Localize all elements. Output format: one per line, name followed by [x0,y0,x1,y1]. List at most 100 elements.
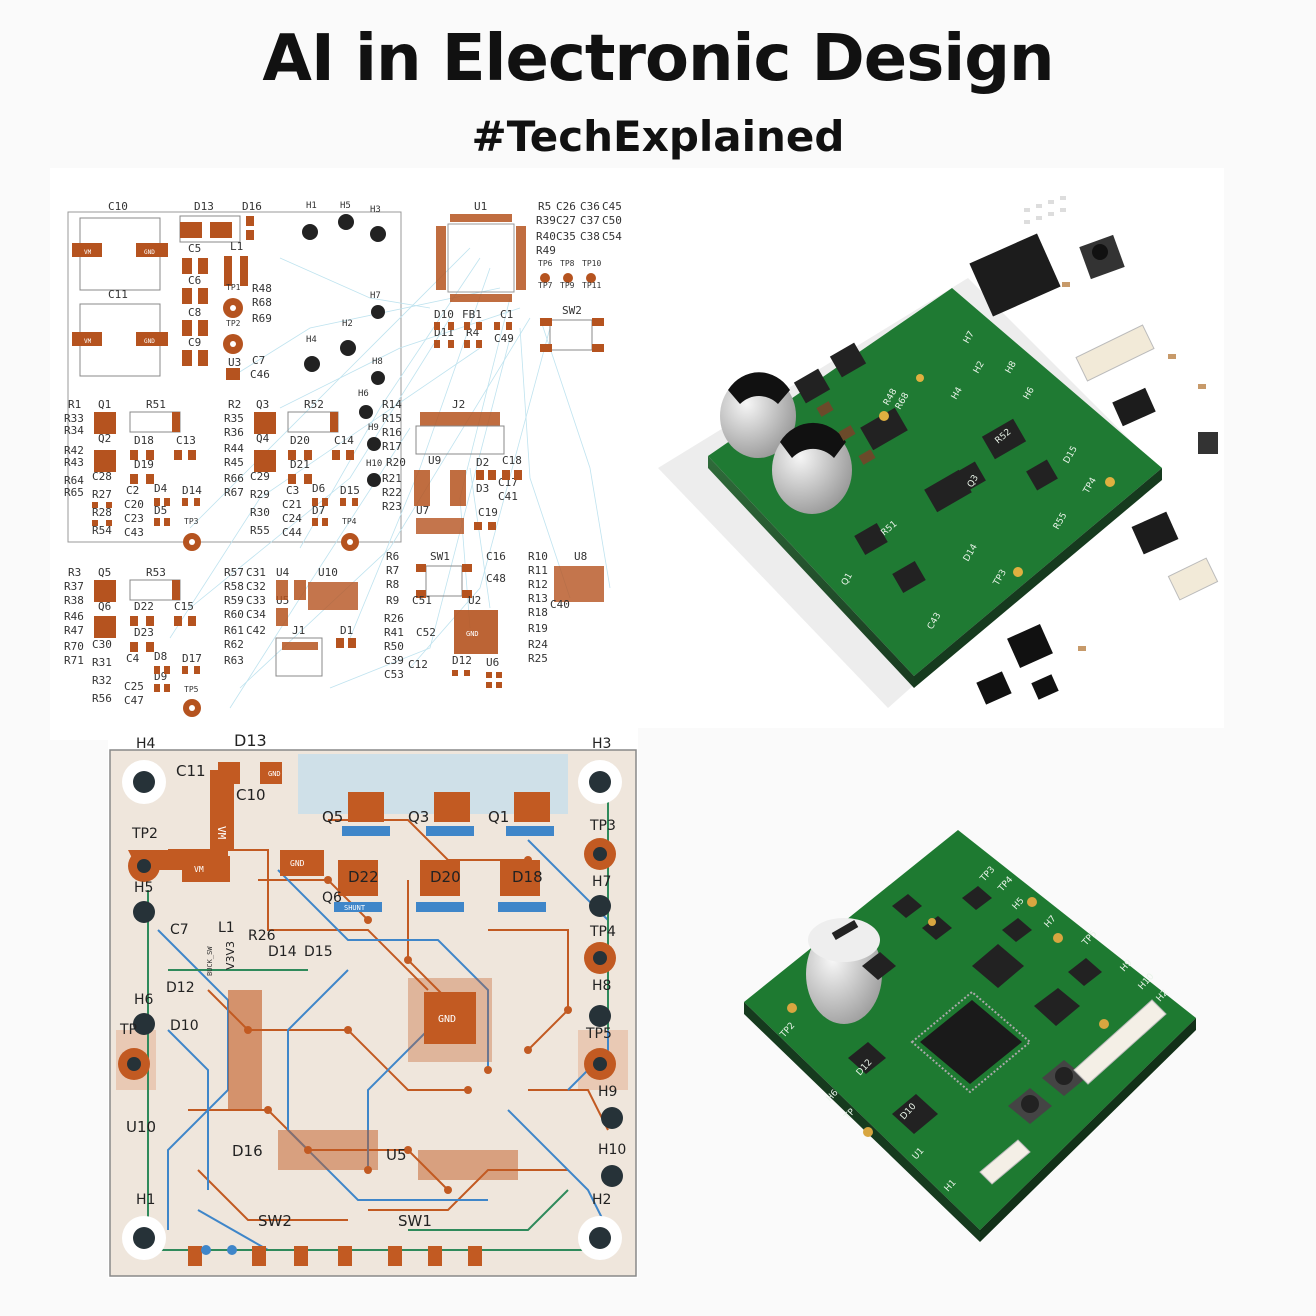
main-mcu [920,1000,1022,1084]
svg-text:R52: R52 [304,398,324,411]
label-c32: C32 [246,580,266,593]
svg-text:R31: R31 [92,656,112,669]
label-d13: D13 [194,200,214,213]
svg-text:TP4: TP4 [342,517,357,526]
label-u10: U10 [126,1118,156,1136]
label-j2: J2 [452,398,465,411]
pcb-layout-panel: GND VM VM GND GND H4 D13 H3 C11 C10 TP [108,730,638,1278]
label-c33: C33 [246,594,266,607]
label-tp10: TP10 [582,259,601,268]
svg-text:C43: C43 [124,526,144,539]
svg-text:C3: C3 [286,484,299,497]
label-h10: H10 [598,1142,626,1158]
label-r39: R39 [536,214,556,227]
svg-text:R37: R37 [64,580,84,593]
pcb-3d-assembled-render: TP2 H5 H7 H2 H9 H10 H6 TP U1 H1 D10 D12 … [672,780,1222,1300]
label-c10-vm: VM [84,249,92,256]
label-h2: H2 [592,1192,611,1208]
svg-text:R55: R55 [250,524,270,537]
j2-pins [420,412,500,426]
label-r16: R16 [382,426,402,439]
label-c1: C1 [500,308,513,321]
label-u8: U8 [574,550,587,563]
svg-text:R66: R66 [224,472,244,485]
page-title: AI in Electronic Design [262,22,1054,96]
label-q6: Q6 [322,890,342,906]
svg-text:R33: R33 [64,412,84,425]
label-h1: H1 [136,1192,155,1208]
label-d3: D3 [476,482,489,495]
label-r59: R59 [224,594,244,607]
svg-text:Q6: Q6 [98,600,111,613]
svg-text:R42: R42 [64,444,84,457]
svg-text:C25: C25 [124,680,144,693]
label-h10: H10 [366,459,382,469]
label-c34: C34 [246,608,266,621]
label-u7: U7 [416,504,429,517]
svg-text:R36: R36 [224,426,244,439]
svg-text:R65: R65 [64,486,84,499]
label-tp5: TP5 [585,1026,612,1042]
board-outline [109,749,637,1277]
svg-text:R30: R30 [250,506,270,519]
svg-text:C30: C30 [92,638,112,651]
label-c10-gnd: GND [144,249,155,256]
label-h9: H9 [368,423,379,433]
label-shunt: SHUNT [344,904,366,912]
label-c53: C53 [384,668,404,681]
svg-text:D20: D20 [290,434,310,447]
label-r22: R22 [382,486,402,499]
svg-text:Q4: Q4 [256,432,270,445]
label-r12: R12 [528,578,548,591]
label-c26: C26 [556,200,576,213]
label-r15: R15 [382,412,402,425]
label-c10: C10 [236,786,266,804]
svg-text:R56: R56 [92,692,112,705]
label-fb1: FB1 [462,308,482,321]
svg-text:C23: C23 [124,512,144,525]
label-v3v3: V3V3 [224,941,237,970]
pad-c10-vm [72,243,102,257]
label-c9: C9 [188,336,201,349]
label-d13: D13 [234,731,267,750]
label-q5: Q5 [322,808,343,826]
label-h4: H4 [136,736,156,752]
svg-text:D7: D7 [312,504,325,517]
label-r9: R9 [386,594,399,607]
mosfet-pads [338,792,550,896]
mounting-hole-h2 [340,340,356,356]
label-u3: U3 [228,356,241,369]
label-vm-pad: VM [194,865,204,874]
label-c39: C39 [384,654,404,667]
svg-text:R54: R54 [92,524,112,537]
svg-text:C28: C28 [92,470,112,483]
label-r14: R14 [382,398,402,411]
label-d22: D22 [348,868,379,886]
label-h4: H4 [306,335,317,345]
label-h8: H8 [372,357,383,367]
svg-text:C15: C15 [174,600,194,613]
sw1-outline [425,565,463,597]
svg-text:R27: R27 [92,488,112,501]
mounting-hole-h3 [370,226,386,242]
label-r19: R19 [528,622,548,635]
label-h6: H6 [358,389,369,399]
svg-text:R67: R67 [224,486,244,499]
label-u2: U2 [468,594,481,607]
label-buck-sw: BUCK_SW [206,946,214,976]
label-c7: C7 [252,354,265,367]
svg-text:R38: R38 [64,594,84,607]
label-l1: L1 [218,920,235,936]
label-r11: R11 [528,564,548,577]
svg-text:D17: D17 [182,652,202,665]
label-c54: C54 [602,230,622,243]
u1-outline [447,223,515,293]
label-tp: TP [119,1022,137,1038]
label-j1: J1 [292,624,305,637]
svg-text:D6: D6 [312,482,325,495]
label-c11-gnd: GND [144,338,155,345]
label-r6: R6 [386,550,399,563]
label-d12: D12 [166,980,195,996]
label-q1: Q1 [488,808,509,826]
label-r63: R63 [224,654,244,667]
